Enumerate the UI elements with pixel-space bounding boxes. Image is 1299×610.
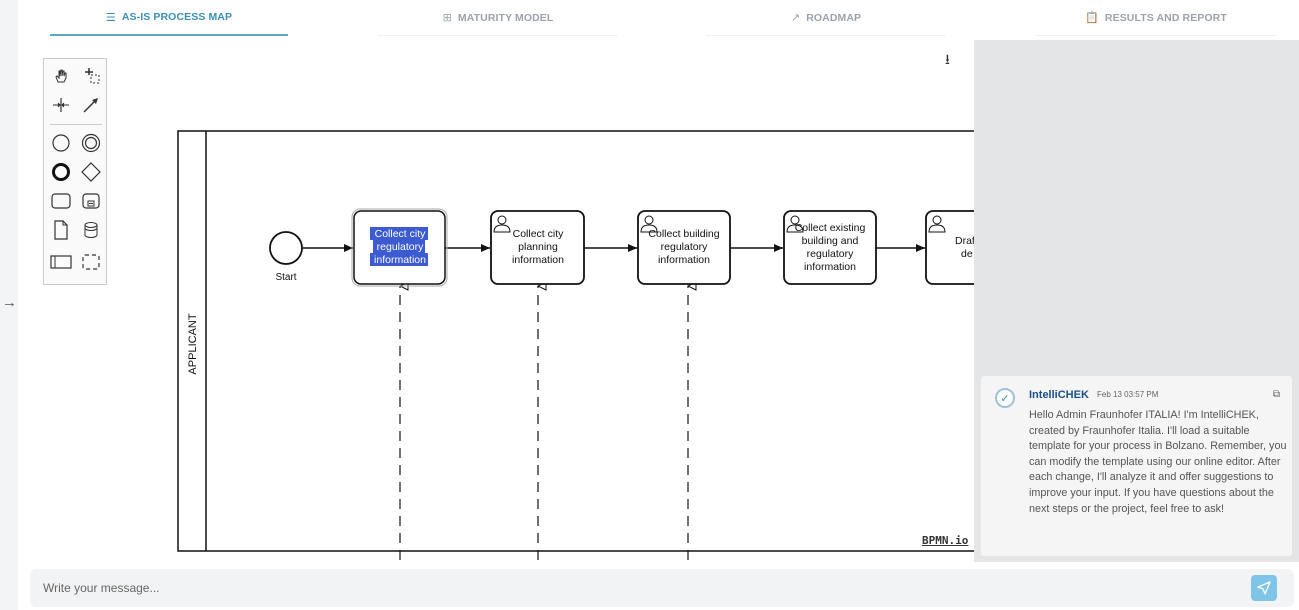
user-task-icon <box>786 215 804 233</box>
task-label-line: Collect city <box>375 228 427 240</box>
data-object-icon[interactable] <box>50 219 72 241</box>
tab-roadmap[interactable]: ↗ ROADMAP <box>706 0 946 36</box>
end-event-icon[interactable] <box>50 161 72 183</box>
intellichek-avatar-icon: ✓ <box>995 388 1015 408</box>
task-label-line: Collect building <box>648 228 719 240</box>
clipboard-icon: 📋 <box>1085 12 1099 24</box>
tab-label: MATURITY MODEL <box>457 11 554 24</box>
tab-results-and-report[interactable]: 📋 RESULTS AND REPORT <box>1036 0 1276 36</box>
lane-label: APPLICANT <box>187 313 199 374</box>
task-collect-city-regulatory-information[interactable]: Collect city regulatory information <box>351 208 448 287</box>
bpmn-canvas[interactable]: ⭳ <box>30 40 974 560</box>
bpmn-io-logo[interactable]: BPMN.io <box>922 534 969 547</box>
grid-icon: ⊞ <box>442 12 452 24</box>
expand-arrow-icon[interactable]: → <box>2 294 17 311</box>
message-input[interactable] <box>30 569 1230 607</box>
task-label-line: information <box>512 254 564 266</box>
pool-icon[interactable] <box>50 251 72 273</box>
left-rail <box>0 0 18 610</box>
hand-tool-icon[interactable] <box>50 65 72 87</box>
tab-label: RESULTS AND REPORT <box>1104 11 1227 24</box>
copy-icon[interactable]: ⧉ <box>1272 389 1280 400</box>
download-icon[interactable]: ⭳ <box>945 51 950 67</box>
task-label-line: de <box>961 248 973 260</box>
task-label-line: planning <box>518 241 558 253</box>
user-task-icon <box>493 215 511 233</box>
chat-message: ✓ IntelliCHEK Feb 13 03:57 PM ⧉ Hello Ad… <box>981 376 1292 556</box>
task-label-line: information <box>374 254 426 266</box>
task-label-line: Draft <box>955 235 974 247</box>
tool-palette <box>43 58 107 285</box>
chat-message-text: Hello Admin Fraunhofer ITALIA! I'm Intel… <box>1029 409 1287 515</box>
task-label-line: building and <box>802 235 859 247</box>
start-event-icon[interactable] <box>50 132 72 154</box>
task-label-line: regulatory <box>377 241 424 253</box>
task-label-line: Collect city <box>513 228 565 240</box>
chat-timestamp: Feb 13 03:57 PM <box>1097 390 1159 399</box>
gateway-icon[interactable] <box>80 161 102 183</box>
tab-maturity-model[interactable]: ⊞ MATURITY MODEL <box>378 0 618 36</box>
pool[interactable] <box>177 130 974 552</box>
space-tool-icon[interactable] <box>50 94 72 116</box>
start-event-label: Start <box>275 272 296 283</box>
tab-label: ROADMAP <box>806 11 862 24</box>
send-icon <box>1257 581 1271 595</box>
task-icon[interactable] <box>50 190 72 212</box>
chat-panel: ✓ IntelliCHEK Feb 13 03:57 PM ⧉ Hello Ad… <box>974 40 1299 562</box>
message-bar <box>30 569 1294 607</box>
task-collect-building-regulatory-information[interactable]: Collect building regulatory information <box>637 210 731 285</box>
tab-label: AS-IS PROCESS MAP <box>121 11 233 23</box>
task-collect-city-planning-information[interactable]: Collect city planning information <box>490 210 585 285</box>
bpmn-diagram: APPLICANT Start Collect city regulatory … <box>177 130 974 560</box>
task-label-line: information <box>658 254 710 266</box>
intermediate-event-icon[interactable] <box>80 132 102 154</box>
connect-tool-icon[interactable] <box>80 94 102 116</box>
task-label-line: regulatory <box>661 241 708 253</box>
tab-bar: ☰ AS-IS PROCESS MAP ⊞ MATURITY MODEL ↗ R… <box>30 0 1299 40</box>
task-collect-existing-building-and-regulatory-information[interactable]: Collect existing building and regulatory… <box>783 210 877 285</box>
chat-sender: IntelliCHEK <box>1029 389 1089 401</box>
trend-icon: ↗ <box>790 12 801 24</box>
data-store-icon[interactable] <box>80 219 102 241</box>
start-event[interactable] <box>269 231 303 265</box>
task-label-line: regulatory <box>807 248 854 260</box>
lasso-tool-icon[interactable] <box>80 65 102 87</box>
user-task-icon <box>640 215 658 233</box>
list-icon: ☰ <box>105 11 116 24</box>
task-draft-partial[interactable]: Draft de <box>925 210 974 285</box>
tab-as-is-process-map[interactable]: ☰ AS-IS PROCESS MAP <box>50 0 288 36</box>
send-button[interactable] <box>1251 575 1277 601</box>
palette-separator <box>50 124 102 125</box>
user-task-icon <box>928 215 946 233</box>
task-label-line: Collect existing <box>795 222 866 234</box>
subprocess-icon[interactable] <box>80 190 102 212</box>
task-label-line: information <box>804 261 856 273</box>
